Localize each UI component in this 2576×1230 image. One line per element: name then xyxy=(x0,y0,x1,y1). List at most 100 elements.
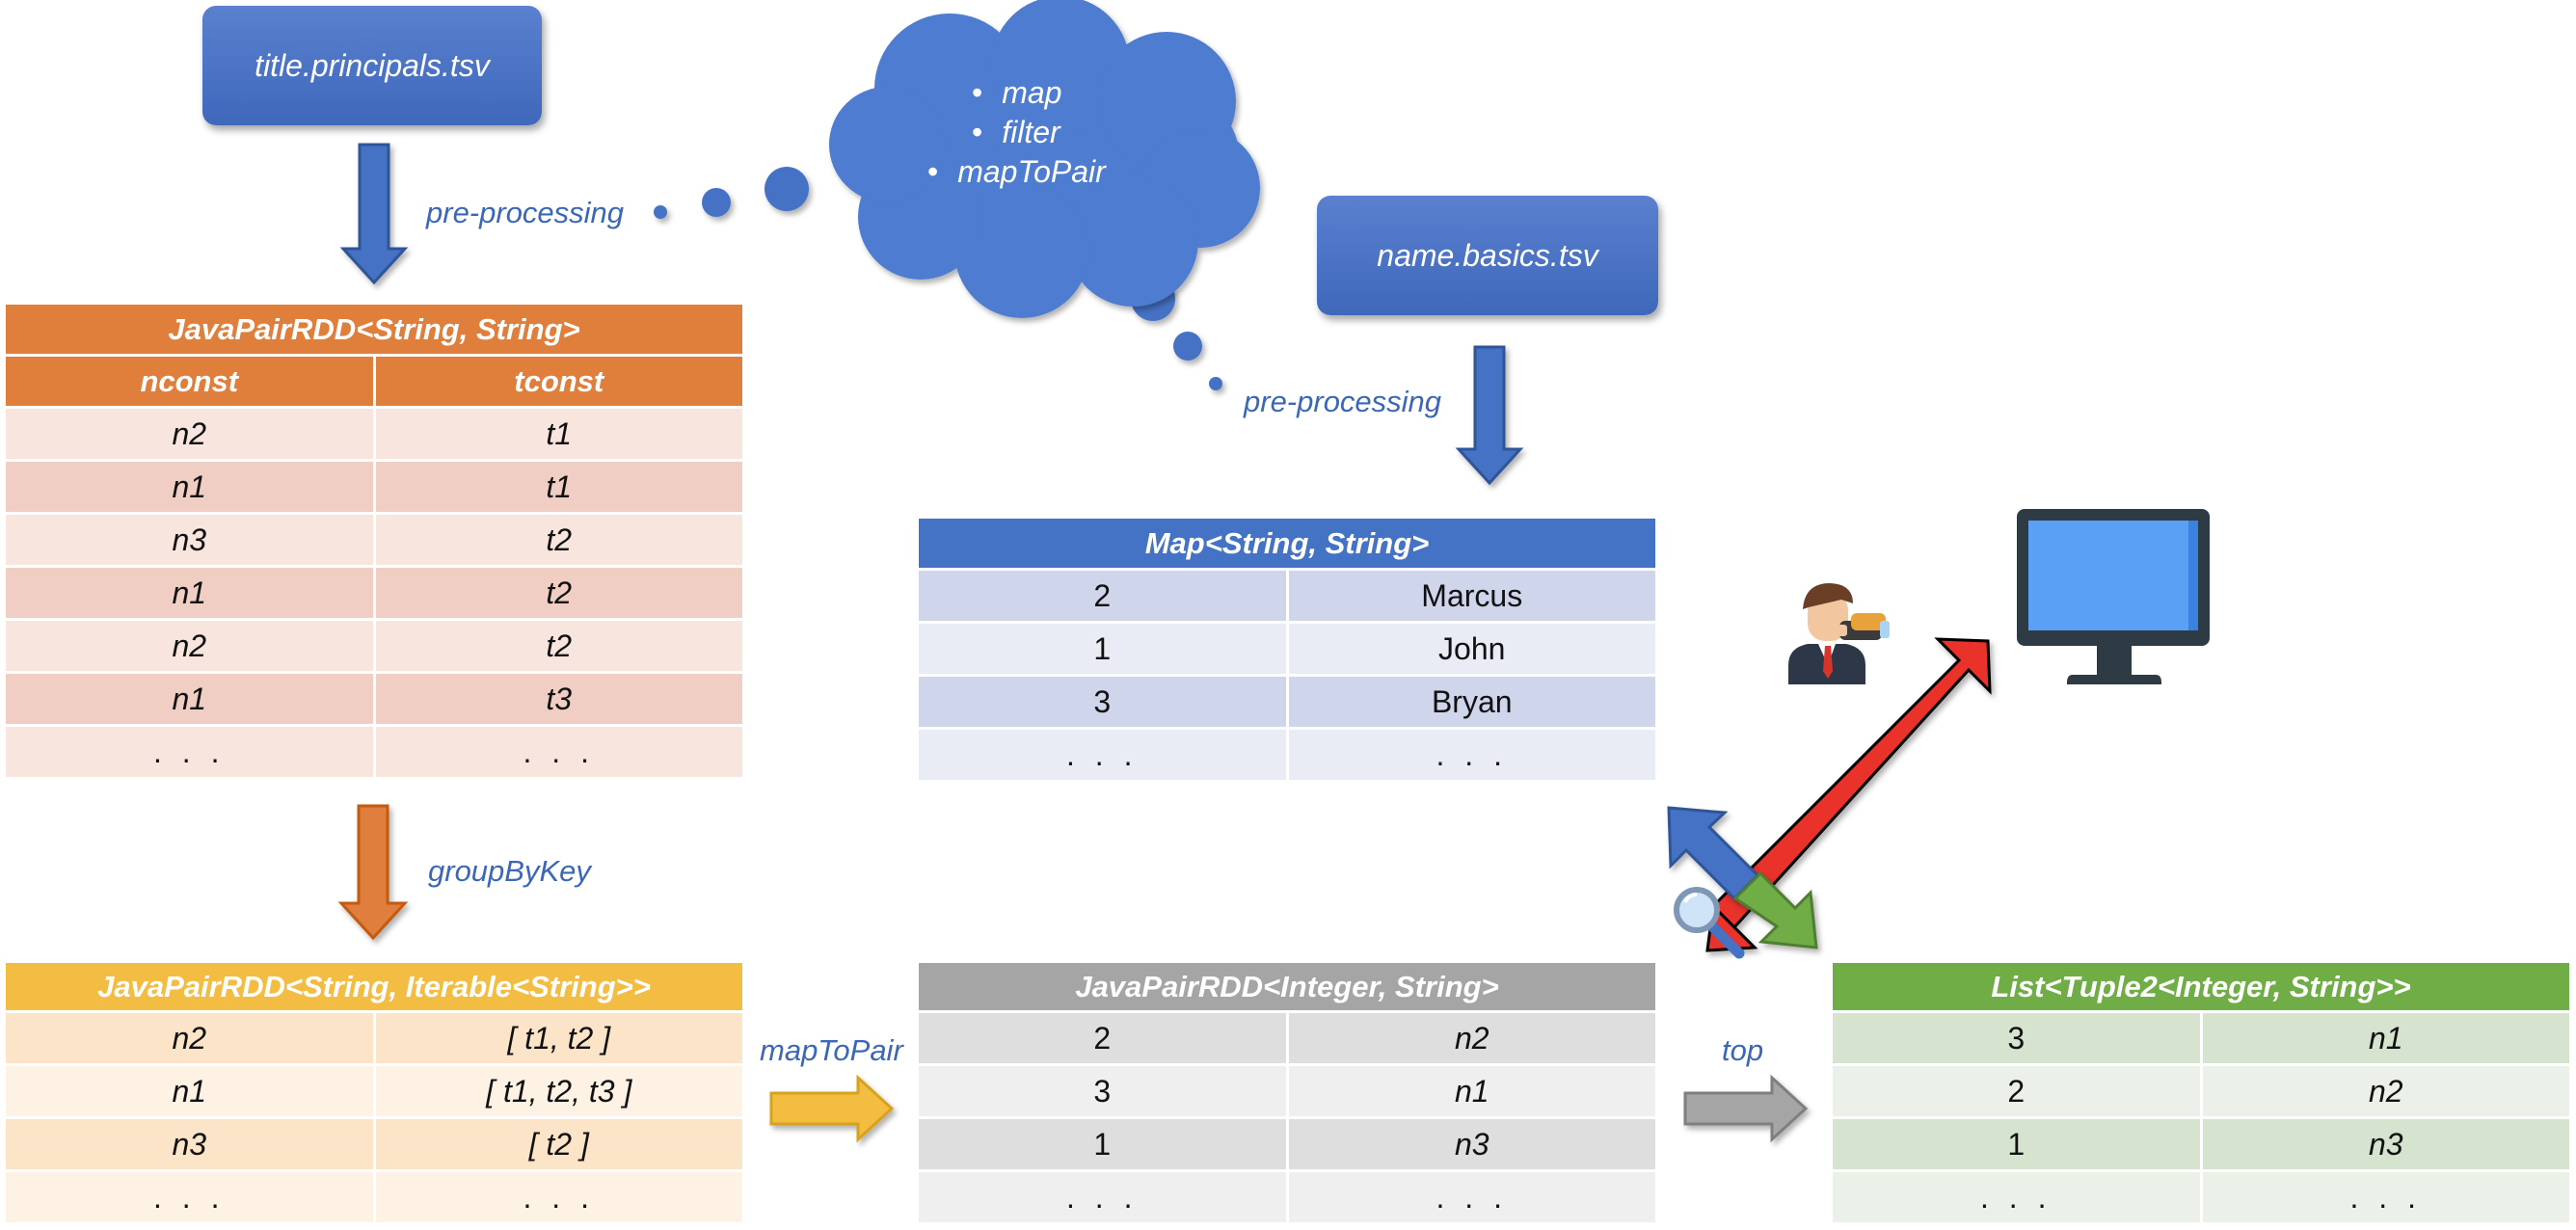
monitor-icon xyxy=(2017,509,2210,684)
table-cell: Bryan xyxy=(1285,674,1658,730)
preprocessing-label-left: pre-processing xyxy=(426,196,625,229)
table-row: n3 [ t2 ] xyxy=(3,1116,745,1172)
table-row: . . . . . . xyxy=(916,727,1658,783)
table-cell: 3 xyxy=(1830,1010,2203,1066)
table-row: 2 n2 xyxy=(916,1010,1658,1066)
table-cell: Marcus xyxy=(1285,568,1658,624)
table-row: n1 t1 xyxy=(3,459,745,515)
table-cell: 1 xyxy=(916,1116,1289,1172)
map-table-title: Map<String, String> xyxy=(916,516,1658,571)
table-row: 1 n3 xyxy=(916,1116,1658,1172)
table-cell: n1 xyxy=(3,459,376,515)
count-table-title: JavaPairRDD<Integer, String> xyxy=(916,960,1658,1013)
count-table: JavaPairRDD<Integer, String> 2 n2 3 n1 1… xyxy=(916,960,1658,1225)
principals-file-box: title.principals.tsv xyxy=(202,6,542,125)
table-row: 2 Marcus xyxy=(916,568,1658,624)
table-cell: t3 xyxy=(372,671,745,727)
table-row: n2 t2 xyxy=(3,618,745,674)
table-cell: [ t2 ] xyxy=(372,1116,745,1172)
table-row: . . . . . . xyxy=(3,1169,745,1225)
table-cell: n3 xyxy=(3,1116,376,1172)
table-row: n3 t2 xyxy=(3,512,745,568)
table-cell: 3 xyxy=(916,1063,1289,1119)
table-cell: . . . xyxy=(916,727,1289,783)
table-cell: t2 xyxy=(372,512,745,568)
blue-double-arrow xyxy=(1667,806,1760,901)
table-row: 1 John xyxy=(916,621,1658,677)
table-cell: n1 xyxy=(3,565,376,621)
grouped-table-title: JavaPairRDD<String, Iterable<String>> xyxy=(3,960,745,1013)
table-cell: 2 xyxy=(916,568,1289,624)
table-cell: . . . xyxy=(1285,1169,1658,1225)
table-cell: t1 xyxy=(372,406,745,462)
table-row: n1 [ t1, t2, t3 ] xyxy=(3,1063,745,1119)
groupbykey-arrow xyxy=(337,804,409,941)
table-row: n1 t2 xyxy=(3,565,745,621)
table-cell: n1 xyxy=(3,671,376,727)
table-cell: John xyxy=(1285,621,1658,677)
table-cell: n1 xyxy=(1285,1063,1658,1119)
table-cell: . . . xyxy=(372,1169,745,1225)
table-row: 3 n1 xyxy=(1830,1010,2572,1066)
top-label: top xyxy=(1722,1033,1764,1067)
table-row: . . . . . . xyxy=(1830,1169,2572,1225)
principals-file-name: title.principals.tsv xyxy=(255,47,490,83)
table-cell: n2 xyxy=(3,406,376,462)
table-row: 3 n1 xyxy=(916,1063,1658,1119)
table-cell: [ t1, t2, t3 ] xyxy=(372,1063,745,1119)
table-row: n1 t3 xyxy=(3,671,745,727)
cloud-item-maptopair: •mapToPair xyxy=(927,154,1106,189)
table-cell: n3 xyxy=(2199,1116,2572,1172)
table-row: . . . . . . xyxy=(3,724,745,780)
table-row: 1 n3 xyxy=(1830,1116,2572,1172)
thought-bubble-dots xyxy=(654,167,1222,390)
top-table-title: List<Tuple2<Integer, String>> xyxy=(1830,960,2572,1013)
pairs-table: JavaPairRDD<String, String> nconst tcons… xyxy=(3,302,745,780)
table-cell: 2 xyxy=(1830,1063,2203,1119)
pairs-table-title: JavaPairRDD<String, String> xyxy=(3,302,745,357)
table-cell: t2 xyxy=(372,565,745,621)
table-cell: 1 xyxy=(916,621,1289,677)
pairs-header-nconst: nconst xyxy=(3,354,376,409)
preprocessing-label-right: pre-processing xyxy=(1244,385,1442,418)
groupbykey-label: groupByKey xyxy=(428,854,591,888)
table-cell: 3 xyxy=(916,674,1289,730)
observer-binoculars-icon xyxy=(1788,583,1890,684)
maptopair-arrow xyxy=(769,1074,895,1143)
map-table: Map<String, String> 2 Marcus 1 John 3 Br… xyxy=(916,516,1658,783)
table-cell: n3 xyxy=(1285,1116,1658,1172)
table-cell: . . . xyxy=(1285,727,1658,783)
top-table: List<Tuple2<Integer, String>> 3 n1 2 n2 … xyxy=(1830,960,2572,1225)
table-cell: n3 xyxy=(3,512,376,568)
table-cell: t1 xyxy=(372,459,745,515)
basics-file-box: name.basics.tsv xyxy=(1317,196,1658,315)
table-cell: n1 xyxy=(3,1063,376,1119)
table-cell: . . . xyxy=(372,724,745,780)
table-row: n2 t1 xyxy=(3,406,745,462)
operations-cloud xyxy=(829,0,1260,318)
table-row: 3 Bryan xyxy=(916,674,1658,730)
top-arrow xyxy=(1683,1074,1809,1143)
pairs-header-tconst: tconst xyxy=(372,354,745,409)
table-cell: 2 xyxy=(916,1010,1289,1066)
preprocessing-arrow-right xyxy=(1455,345,1524,486)
table-row: 2 n2 xyxy=(1830,1063,2572,1119)
table-row: n2 [ t1, t2 ] xyxy=(3,1010,745,1066)
table-cell: [ t1, t2 ] xyxy=(372,1010,745,1066)
preprocessing-arrow-left xyxy=(339,143,409,285)
table-cell: . . . xyxy=(916,1169,1289,1225)
magnifier-icon xyxy=(1674,887,1745,959)
table-row: . . . . . . xyxy=(916,1169,1658,1225)
green-double-arrow xyxy=(1732,870,1818,949)
table-cell: n1 xyxy=(2199,1010,2572,1066)
cloud-item-filter: •filter xyxy=(972,115,1060,149)
table-cell: 1 xyxy=(1830,1116,2203,1172)
cloud-item-map: •map xyxy=(972,75,1062,110)
basics-file-name: name.basics.tsv xyxy=(1377,237,1598,273)
table-cell: t2 xyxy=(372,618,745,674)
table-cell: . . . xyxy=(1830,1169,2203,1225)
maptopair-label: mapToPair xyxy=(760,1033,903,1067)
table-cell: n2 xyxy=(1285,1010,1658,1066)
table-cell: . . . xyxy=(2199,1169,2572,1225)
